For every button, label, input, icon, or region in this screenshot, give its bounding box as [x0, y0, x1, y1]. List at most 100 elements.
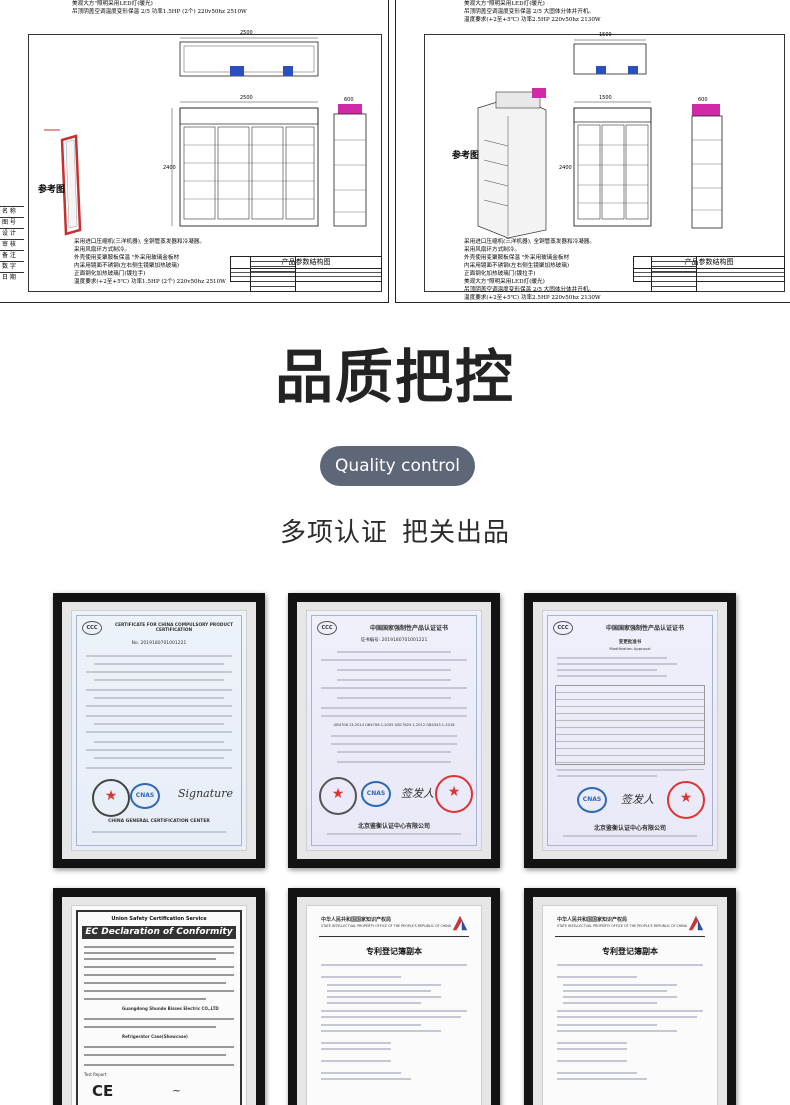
dimension-label: 2500 [240, 95, 253, 101]
patent-title: 专利登记簿副本 [602, 947, 658, 956]
section-title: 品质把控 [274, 343, 515, 411]
certificate-title: EC Declaration of Conformity [82, 926, 236, 939]
signature: 签发人 [621, 793, 654, 806]
certificate-title: 中国国家强制性产品认证证书 [605, 625, 684, 632]
certificate-number: 证书编号: 2019180701001221 [360, 638, 428, 643]
side-label: 名 称 [0, 206, 24, 217]
signature: Signature [178, 787, 234, 800]
note-line: 温度要求(+2至+5℃) 功率2.5HP 220v50hz 2130W [464, 17, 601, 23]
note-line: 采用进口压缩机(三洋机器), 全铜管蒸发器和冷凝器。 [74, 239, 205, 245]
patent-office-header: 中华人民共和国国家知识产权局 [321, 917, 392, 923]
certificate-header: Union Safety Certification Service [111, 916, 207, 922]
drawing-notes-bottom-left: 采用进口压缩机(三洋机器), 全铜管蒸发器和冷凝器。 采用风扇环方式制冷。 外壳… [74, 238, 226, 286]
drawing-notes-top-left: 美观大方"照明采用LED灯(暖光) 吊顶阴盖空调温度变形保温 2/5 功率1.5… [72, 0, 247, 16]
certificate-ec-declaration: Union Safety Certification Service EC De… [71, 905, 247, 1105]
drawing-sheet-right: 美观大方"照明采用LED灯(暖光) 吊顶阴盖空调温度变形保温 2/5 大固体分体… [395, 0, 790, 303]
test-report-label: Test Report [84, 1072, 107, 1077]
subtitle-part: 把关出品 [402, 518, 511, 548]
certificate-frame: CCC CERTIFICATE FOR CHINA COMPULSORY PRO… [53, 593, 265, 868]
certificate-frame: Union Safety Certification Service EC De… [53, 888, 265, 1105]
certificate-standard: GB4706.13-2014 GB4706.1-2005 GB17625.1-2… [333, 723, 455, 727]
product-name: Refrigerator Case(Showcase) [122, 1034, 188, 1039]
certificate-subtitle-en: Modification Approval [609, 646, 651, 651]
reference-label: 参考图 [452, 151, 480, 161]
certificate-patent-2: 中华人民共和国国家知识产权局 STATE INTELLECTUAL PROPER… [542, 905, 718, 1105]
reference-label: 参考图 [38, 185, 66, 195]
note-line: 内采用镜面不锈钢(左右侧生镜聚加热玻璃) [464, 263, 570, 269]
certificate-frame: CCC 中国国家强制性产品认证证书 证书编号: 2019180701001221… [288, 593, 500, 868]
subtitle-part: 多项认证 [279, 518, 388, 548]
certificate-title: CERTIFICATE FOR CHINA COMPULSORY PRODUCT… [114, 623, 234, 633]
certificate-issuer: 北京鉴衡认证中心有限公司 [593, 825, 666, 832]
certificate-number: No. 2019180701001221 [131, 641, 187, 646]
drawing-title-block: 产品参数结构图 [230, 256, 382, 282]
note-line: 美观大方"照明采用LED灯(暖光) [72, 1, 153, 7]
patent-office-logo [452, 915, 468, 931]
note-line: 内采用镜面不锈钢(左右侧生镜聚加热玻璃) [74, 263, 180, 269]
certificate-frame: 中华人民共和国国家知识产权局 STATE INTELLECTUAL PROPER… [524, 888, 736, 1105]
quality-control-badge: Quality control [320, 446, 475, 486]
drawing-notes-bottom-right: 采用进口压缩机(三洋机器), 全铜管蒸发器和冷凝器。 采用风扇环方式制冷。 外壳… [464, 238, 601, 302]
drawing-frame [424, 34, 785, 292]
technical-drawings: 美观大方"照明采用LED灯(暖光) 吊顶阴盖空调温度变形保温 2/5 功率1.5… [0, 0, 790, 312]
signature: 签发人 [401, 787, 434, 800]
note-line: 外壳使用变聚胺板保温 "外采用玻璃金板材 [74, 255, 180, 261]
note-line: 吊顶阴盖空调温度变形保温 2/5 功率1.5HP (2个) 220v50hz 2… [72, 9, 247, 15]
dimension-label: 2400 [163, 165, 176, 171]
drawing-title: 产品参数结构图 [231, 257, 381, 269]
dimension-label: 1500 [599, 95, 612, 101]
patent-office-header-en: STATE INTELLECTUAL PROPERTY OFFICE OF TH… [321, 924, 452, 928]
note-line: 采用风扇环方式制冷。 [464, 247, 520, 253]
section-subtitle: 多项认证把关出品 [0, 512, 790, 549]
side-label: 审 核 [0, 239, 24, 250]
dimension-label: 600 [344, 97, 354, 103]
refrigerator-drawing-left [44, 37, 367, 236]
certificate-issuer: CHINA GENERAL CERTIFICATION CENTER [108, 819, 210, 824]
dimension-label: 1500 [599, 32, 612, 38]
patent-title: 专利登记簿副本 [366, 947, 422, 956]
side-label: 日 期 [0, 272, 24, 283]
dimension-label: 2500 [240, 30, 253, 36]
certificate-subtitle: 变更批准书 [618, 640, 642, 645]
drawing-frame [28, 34, 382, 292]
modification-table [555, 685, 705, 770]
certificate-ccc-english: CCC CERTIFICATE FOR CHINA COMPULSORY PRO… [71, 610, 247, 851]
certificate-title: 中国国家强制性产品认证证书 [369, 625, 448, 632]
drawing-side-table: 名 称 图 号 设 计 审 核 备 注 数 字 日 期 [0, 206, 24, 283]
note-line: 吊顶阴盖空调温度变形保温 2/5 大固体分体并开机。 [464, 9, 595, 15]
side-label: 数 字 [0, 261, 24, 272]
note-line: 采用风扇环方式制冷。 [74, 247, 130, 253]
drawing-sheet-left: 美观大方"照明采用LED灯(暖光) 吊顶阴盖空调温度变形保温 2/5 功率1.5… [0, 0, 389, 303]
drawing-small-table [651, 256, 697, 292]
patent-office-header-en: STATE INTELLECTUAL PROPERTY OFFICE OF TH… [557, 924, 688, 928]
patent-office-logo [688, 915, 704, 931]
note-line: 美观大方"照明采用LED灯(暖光) [464, 279, 545, 285]
dimension-label: 600 [698, 97, 708, 103]
certificate-frame: CCC 中国国家强制性产品认证证书 变更批准书 Modification App… [524, 593, 736, 868]
note-line: 外壳使用变聚胺板保温 "外采用玻璃金板材 [464, 255, 570, 261]
side-label: 备 注 [0, 250, 24, 261]
ce-mark: CE [92, 1082, 114, 1100]
note-line: 吊顶阴盖空调温度变形保温 2/5 大固体分体并开机。 [464, 287, 595, 293]
patent-office-header: 中华人民共和国国家知识产权局 [557, 917, 628, 923]
certificate-issuer: 北京鉴衡认证中心有限公司 [357, 823, 430, 830]
drawing-title-block: 产品参数结构图 [633, 256, 785, 282]
note-line: 温度要求(+2至+5℃) 功率2.5HP 220v50hz 2130W [464, 295, 601, 301]
note-line: 正面钢化加热玻璃门(镀拉手) [464, 271, 536, 277]
certificate-patent-1: 中华人民共和国国家知识产权局 STATE INTELLECTUAL PROPER… [306, 905, 482, 1105]
applicant-name: Guangdong Shunde Bisses Electric CO.,LTD [122, 1006, 219, 1011]
note-line: 采用进口压缩机(三洋机器), 全铜管蒸发器和冷凝器。 [464, 239, 595, 245]
certificate-modification-approval: CCC 中国国家强制性产品认证证书 变更批准书 Modification App… [542, 610, 718, 851]
side-label: 设 计 [0, 228, 24, 239]
note-line: 正面钢化加热玻璃门(镀拉手) [74, 271, 146, 277]
note-line: 美观大方"照明采用LED灯(暖光) [464, 1, 545, 7]
drawing-small-table [250, 256, 296, 292]
drawing-title: 产品参数结构图 [634, 257, 784, 269]
refrigerator-drawing-right [477, 39, 723, 239]
side-label: 图 号 [0, 217, 24, 228]
certificate-frame: 中华人民共和国国家知识产权局 STATE INTELLECTUAL PROPER… [288, 888, 500, 1105]
dimension-label: 2400 [559, 165, 572, 171]
note-line: 温度要求(+2至+5℃) 功率1.5HP (2个) 220v50hz 2510W [74, 279, 226, 285]
drawing-notes-top-right: 美观大方"照明采用LED灯(暖光) 吊顶阴盖空调温度变形保温 2/5 大固体分体… [464, 0, 601, 24]
